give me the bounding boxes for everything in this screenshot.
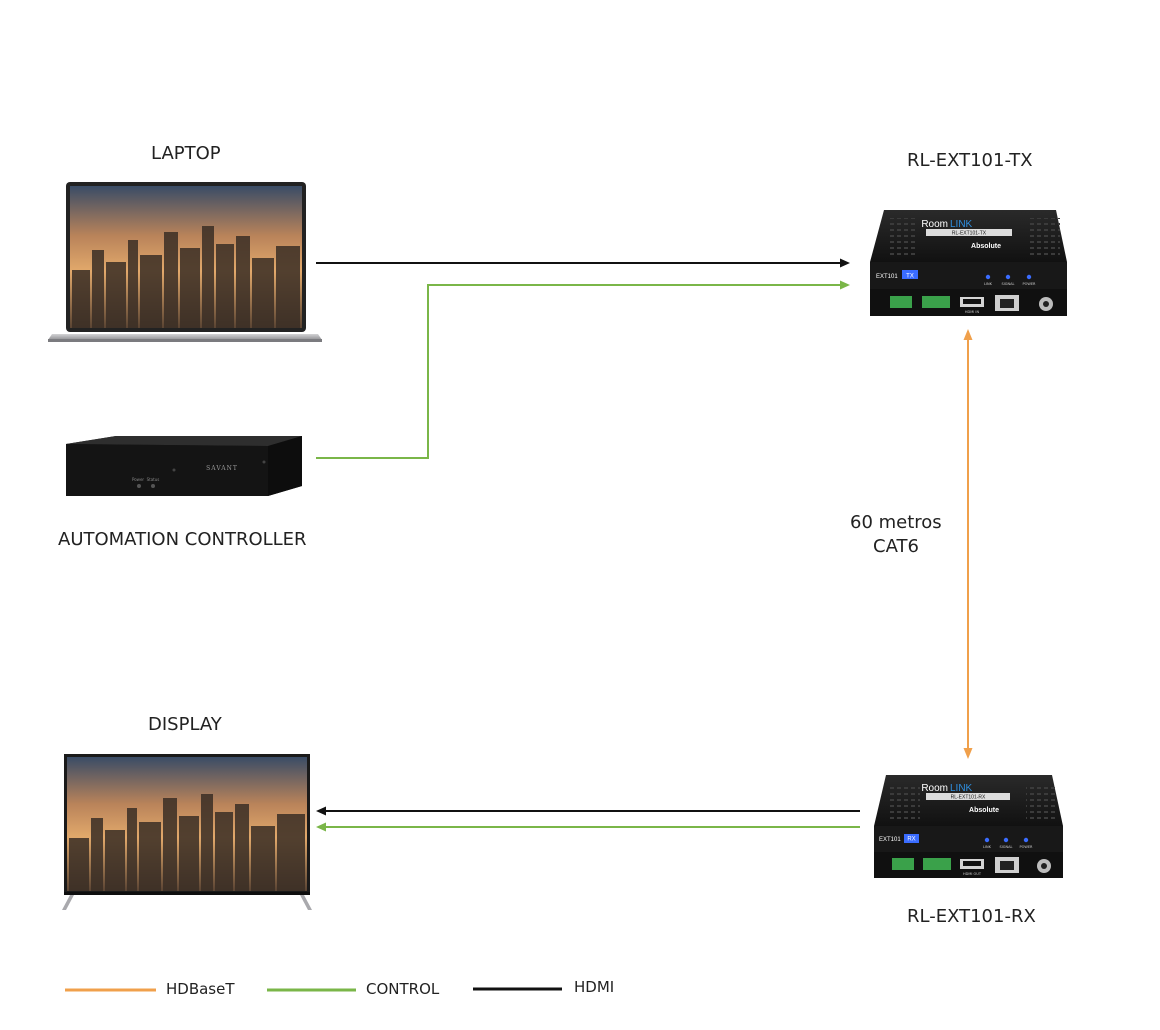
tx-port-hdmi: HDMI IN (965, 310, 980, 314)
controller-brand-text: SAVANT (206, 465, 238, 472)
tx-label: RL-EXT101-TX (907, 150, 1033, 171)
display-label: DISPLAY (148, 714, 222, 735)
rx-device-image (874, 775, 1063, 878)
connections (316, 258, 973, 832)
rx-led-signal: SIGNAL (1000, 845, 1013, 849)
rx-brand-room: Room (921, 783, 948, 794)
legend-label-hdmi: HDMI (574, 978, 615, 996)
rx-maker-logo: Absolute (969, 807, 999, 814)
rx-label: RL-EXT101-RX (907, 906, 1036, 927)
legend (65, 987, 562, 992)
rx-model-plate: RL-EXT101-RX (951, 795, 986, 801)
hdmi-arrowhead-display (316, 806, 326, 816)
rx-port-hdmi: HDMI OUT (963, 872, 982, 876)
rx-role-badge: RX (907, 837, 915, 843)
tx-model-tag: EXT101 (876, 274, 898, 280)
control-link-controller-tx (316, 284, 842, 459)
tx-brand-room: Room (921, 219, 948, 230)
laptop-image (48, 182, 322, 342)
hdbaset-arrowhead-down (963, 748, 973, 759)
controller-port-label-power: Power (132, 477, 144, 482)
control-arrowhead-display (316, 822, 326, 832)
cable-length-label: 60 metros (850, 512, 942, 533)
tx-role-badge: TX (906, 274, 914, 280)
tx-brand-link: LINK (950, 219, 973, 230)
rx-led-power: POWER (1020, 845, 1034, 849)
laptop-label: LAPTOP (151, 143, 221, 164)
hdbaset-arrowhead-up (963, 329, 973, 340)
automation-controller-image (66, 436, 302, 496)
legend-label-hdbaset: HDBaseT (166, 980, 235, 998)
rx-brand-link: LINK (950, 783, 973, 794)
rx-model-tag: EXT101 (879, 837, 901, 843)
control-arrowhead-tx (840, 280, 850, 290)
display-image (62, 754, 312, 910)
rx-led-link: LINK (983, 845, 992, 849)
tx-led-power: POWER (1023, 282, 1037, 286)
hdmi-arrowhead-tx (840, 258, 850, 268)
tx-led-link: LINK (984, 282, 993, 286)
tx-maker-logo: Absolute (971, 243, 1001, 250)
controller-port-label-status: Status (147, 477, 160, 482)
tx-led-signal: SIGNAL (1002, 282, 1015, 286)
tx-model-plate: RL-EXT101-TX (952, 231, 987, 237)
cable-type-label: CAT6 (873, 536, 919, 557)
legend-label-control: CONTROL (366, 980, 440, 998)
controller-label: AUTOMATION CONTROLLER (58, 529, 307, 550)
tx-device-image (870, 210, 1067, 316)
